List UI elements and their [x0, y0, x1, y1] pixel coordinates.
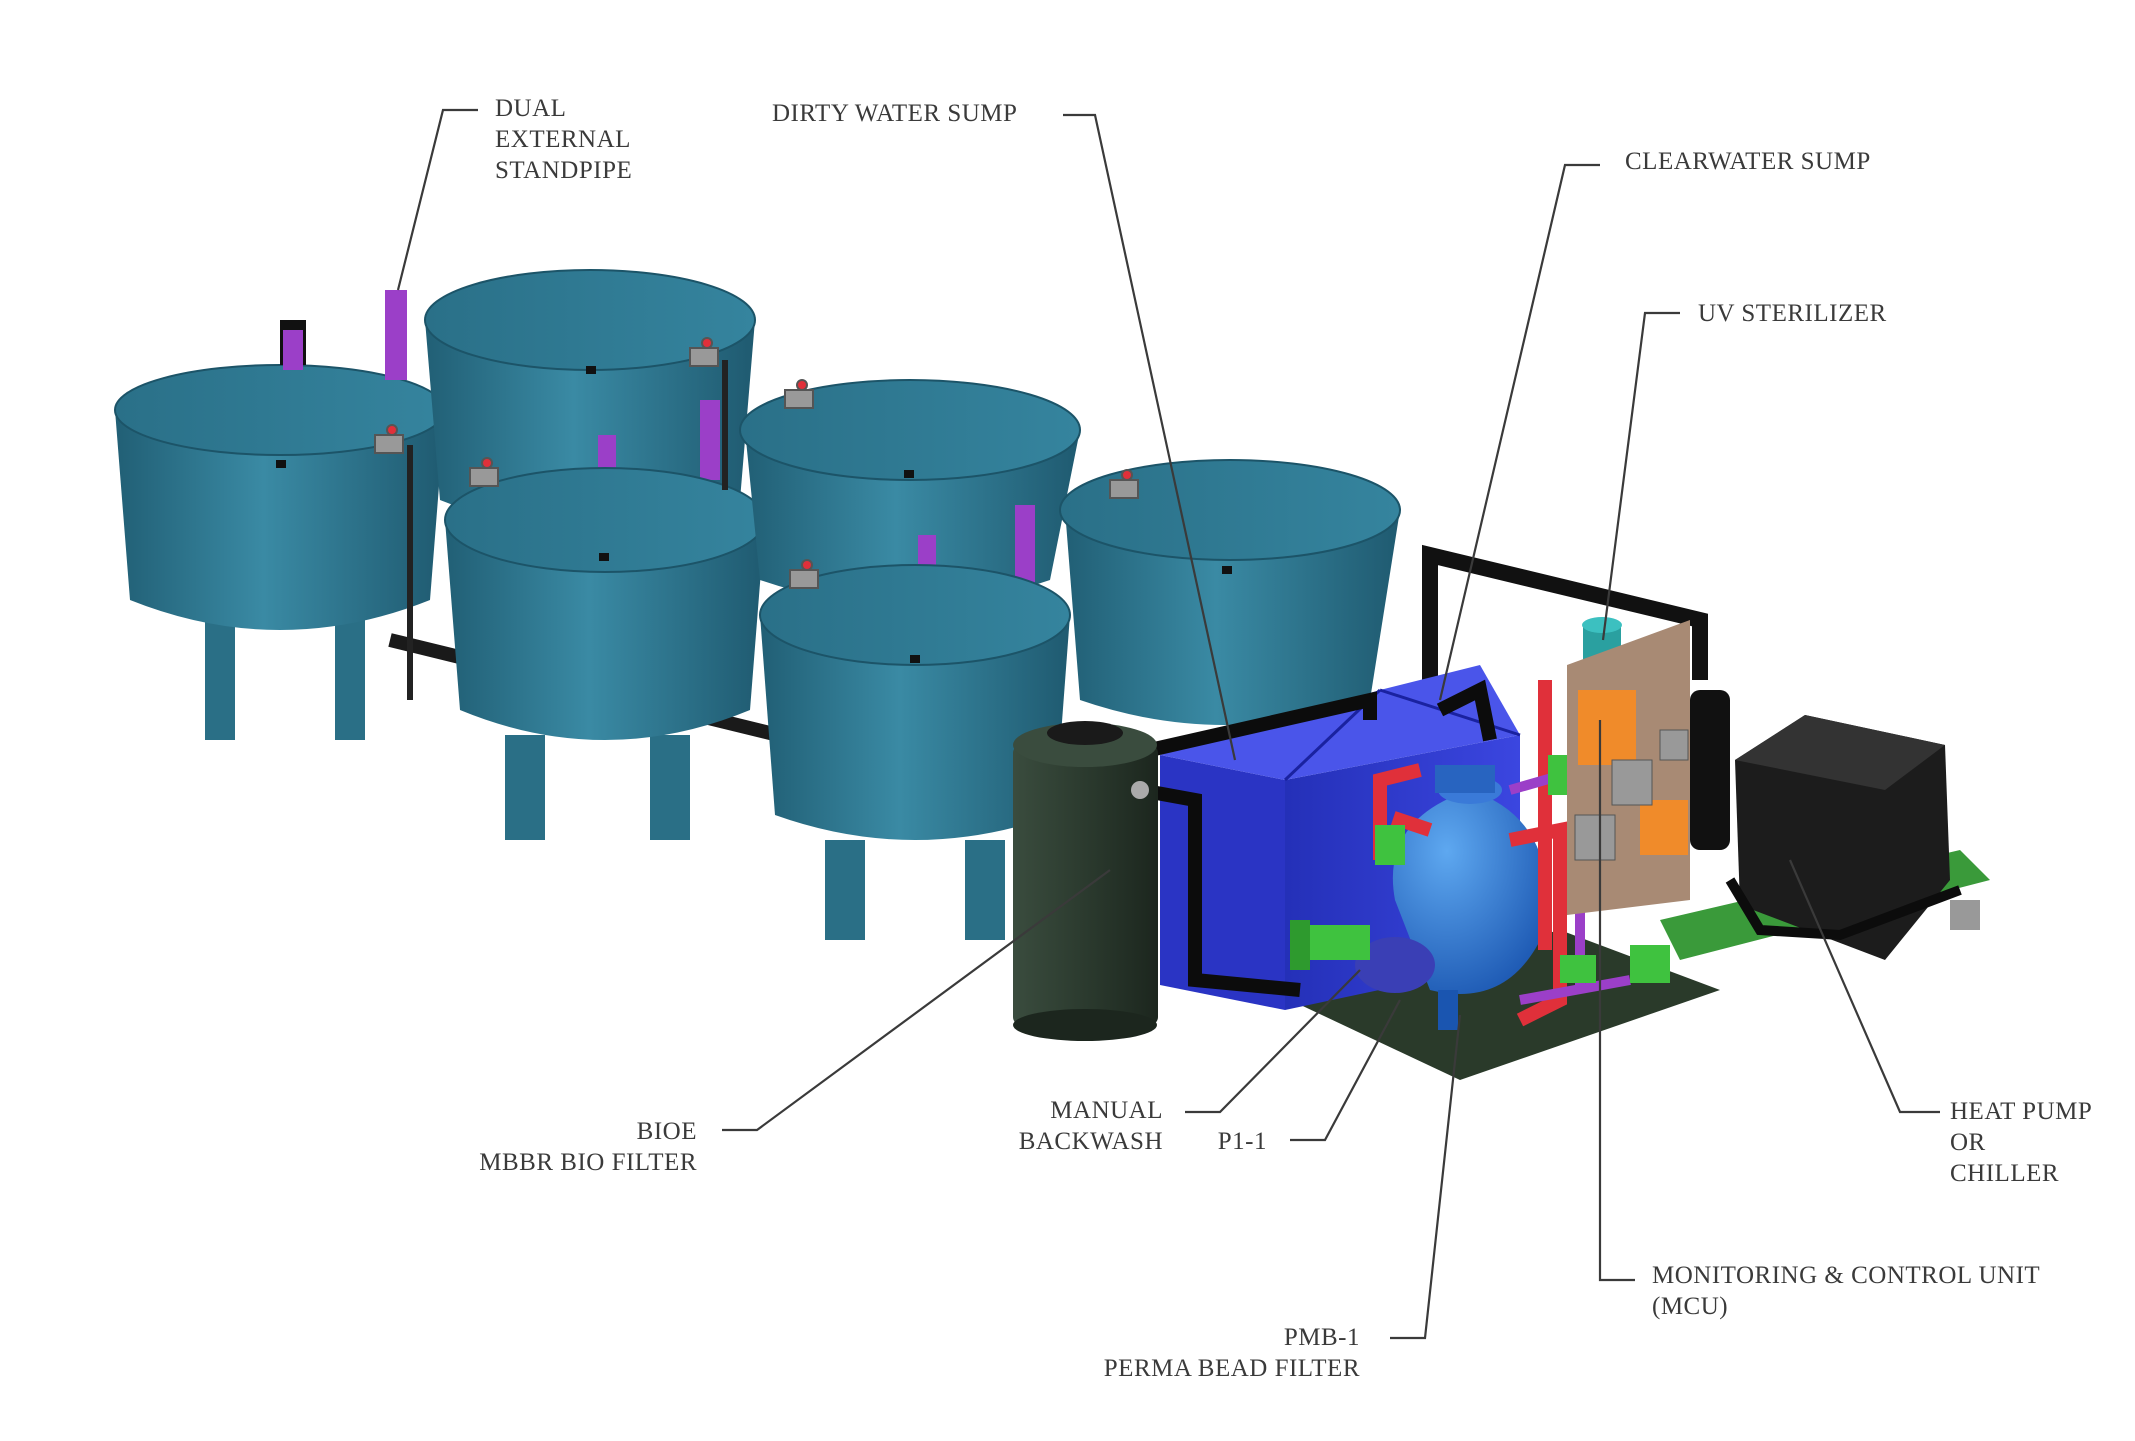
- standpipe-black: [280, 320, 306, 370]
- label-heat-pump: HEAT PUMP OR CHILLER: [1950, 1096, 2092, 1189]
- leader-dirty-sump: [1063, 113, 1237, 761]
- label-dirty-sump-line1: DIRTY WATER SUMP: [772, 100, 1018, 127]
- leader-uv: [1601, 311, 1680, 641]
- label-bio-filter-line2: MBBR BIO FILTER: [479, 1149, 697, 1176]
- label-clear-sump: CLEARWATER SUMP: [1625, 146, 1871, 177]
- green-valves: [1375, 755, 1670, 983]
- label-pump: P1-1: [1175, 1126, 1267, 1157]
- perma-bead-filter: [1392, 765, 1548, 1030]
- leader-heat-pump: [1788, 859, 1940, 1114]
- culture-tank-1: [114, 364, 446, 740]
- label-pump-line1: P1-1: [1217, 1128, 1267, 1155]
- label-heat-pump-line3: CHILLER: [1950, 1160, 2060, 1187]
- culture-tank-3: [444, 467, 766, 840]
- label-uv-line1: UV STERILIZER: [1698, 300, 1887, 327]
- label-dirty-sump: DIRTY WATER SUMP: [772, 98, 1017, 129]
- heat-pump-chiller: [1690, 690, 1962, 960]
- label-standpipe: DUAL EXTERNAL STANDPIPE: [495, 93, 632, 186]
- label-heat-pump-line2: OR: [1950, 1129, 1986, 1156]
- leader-pump: [1290, 999, 1401, 1142]
- leader-bead-filter: [1390, 1014, 1462, 1340]
- inflow-valves: [374, 337, 1139, 700]
- leader-lines: [396, 108, 1940, 1340]
- label-heat-pump-line1: HEAT PUMP: [1950, 1098, 2093, 1125]
- label-bead-filter-line2: PERMA BEAD FILTER: [1103, 1355, 1360, 1382]
- pump-p1-1: [1290, 920, 1435, 993]
- culture-tank-5: [759, 564, 1071, 940]
- culture-tank-6: [1059, 459, 1401, 725]
- label-mcu-line1: MONITORING & CONTROL UNIT: [1652, 1262, 2041, 1289]
- label-mcu-line2: (MCU): [1652, 1293, 1729, 1320]
- leader-mcu: [1598, 720, 1635, 1282]
- return-piping: [1138, 679, 1497, 997]
- leader-bio-filter: [722, 869, 1111, 1132]
- label-bio-filter: BIOE MBBR BIO FILTER: [420, 1116, 697, 1178]
- culture-tank-4: [739, 379, 1081, 605]
- mbbr-bio-filter: [1013, 721, 1158, 1041]
- label-mcu: MONITORING & CONTROL UNIT (MCU): [1652, 1260, 2040, 1322]
- leader-clear-sump: [1438, 163, 1600, 701]
- standpipe-purple: [385, 290, 407, 380]
- label-backwash-line1: MANUAL: [1050, 1097, 1163, 1124]
- label-standpipe-line3: STANDPIPE: [495, 157, 633, 184]
- label-uv: UV STERILIZER: [1698, 298, 1887, 329]
- label-standpipe-line2: EXTERNAL: [495, 126, 631, 153]
- label-clear-sump-line1: CLEARWATER SUMP: [1625, 148, 1871, 175]
- leader-backwash: [1185, 969, 1361, 1114]
- label-bead-filter: PMB-1 PERMA BEAD FILTER: [1060, 1322, 1360, 1384]
- label-bio-filter-line1: BIOE: [636, 1118, 697, 1145]
- monitoring-control-unit: [1567, 620, 1690, 915]
- leader-standpipe: [396, 108, 478, 291]
- label-backwash-line2: BACKWASH: [1018, 1128, 1163, 1155]
- label-backwash: MANUAL BACKWASH: [960, 1095, 1163, 1157]
- label-standpipe-line1: DUAL: [495, 95, 567, 122]
- label-bead-filter-line1: PMB-1: [1283, 1324, 1360, 1351]
